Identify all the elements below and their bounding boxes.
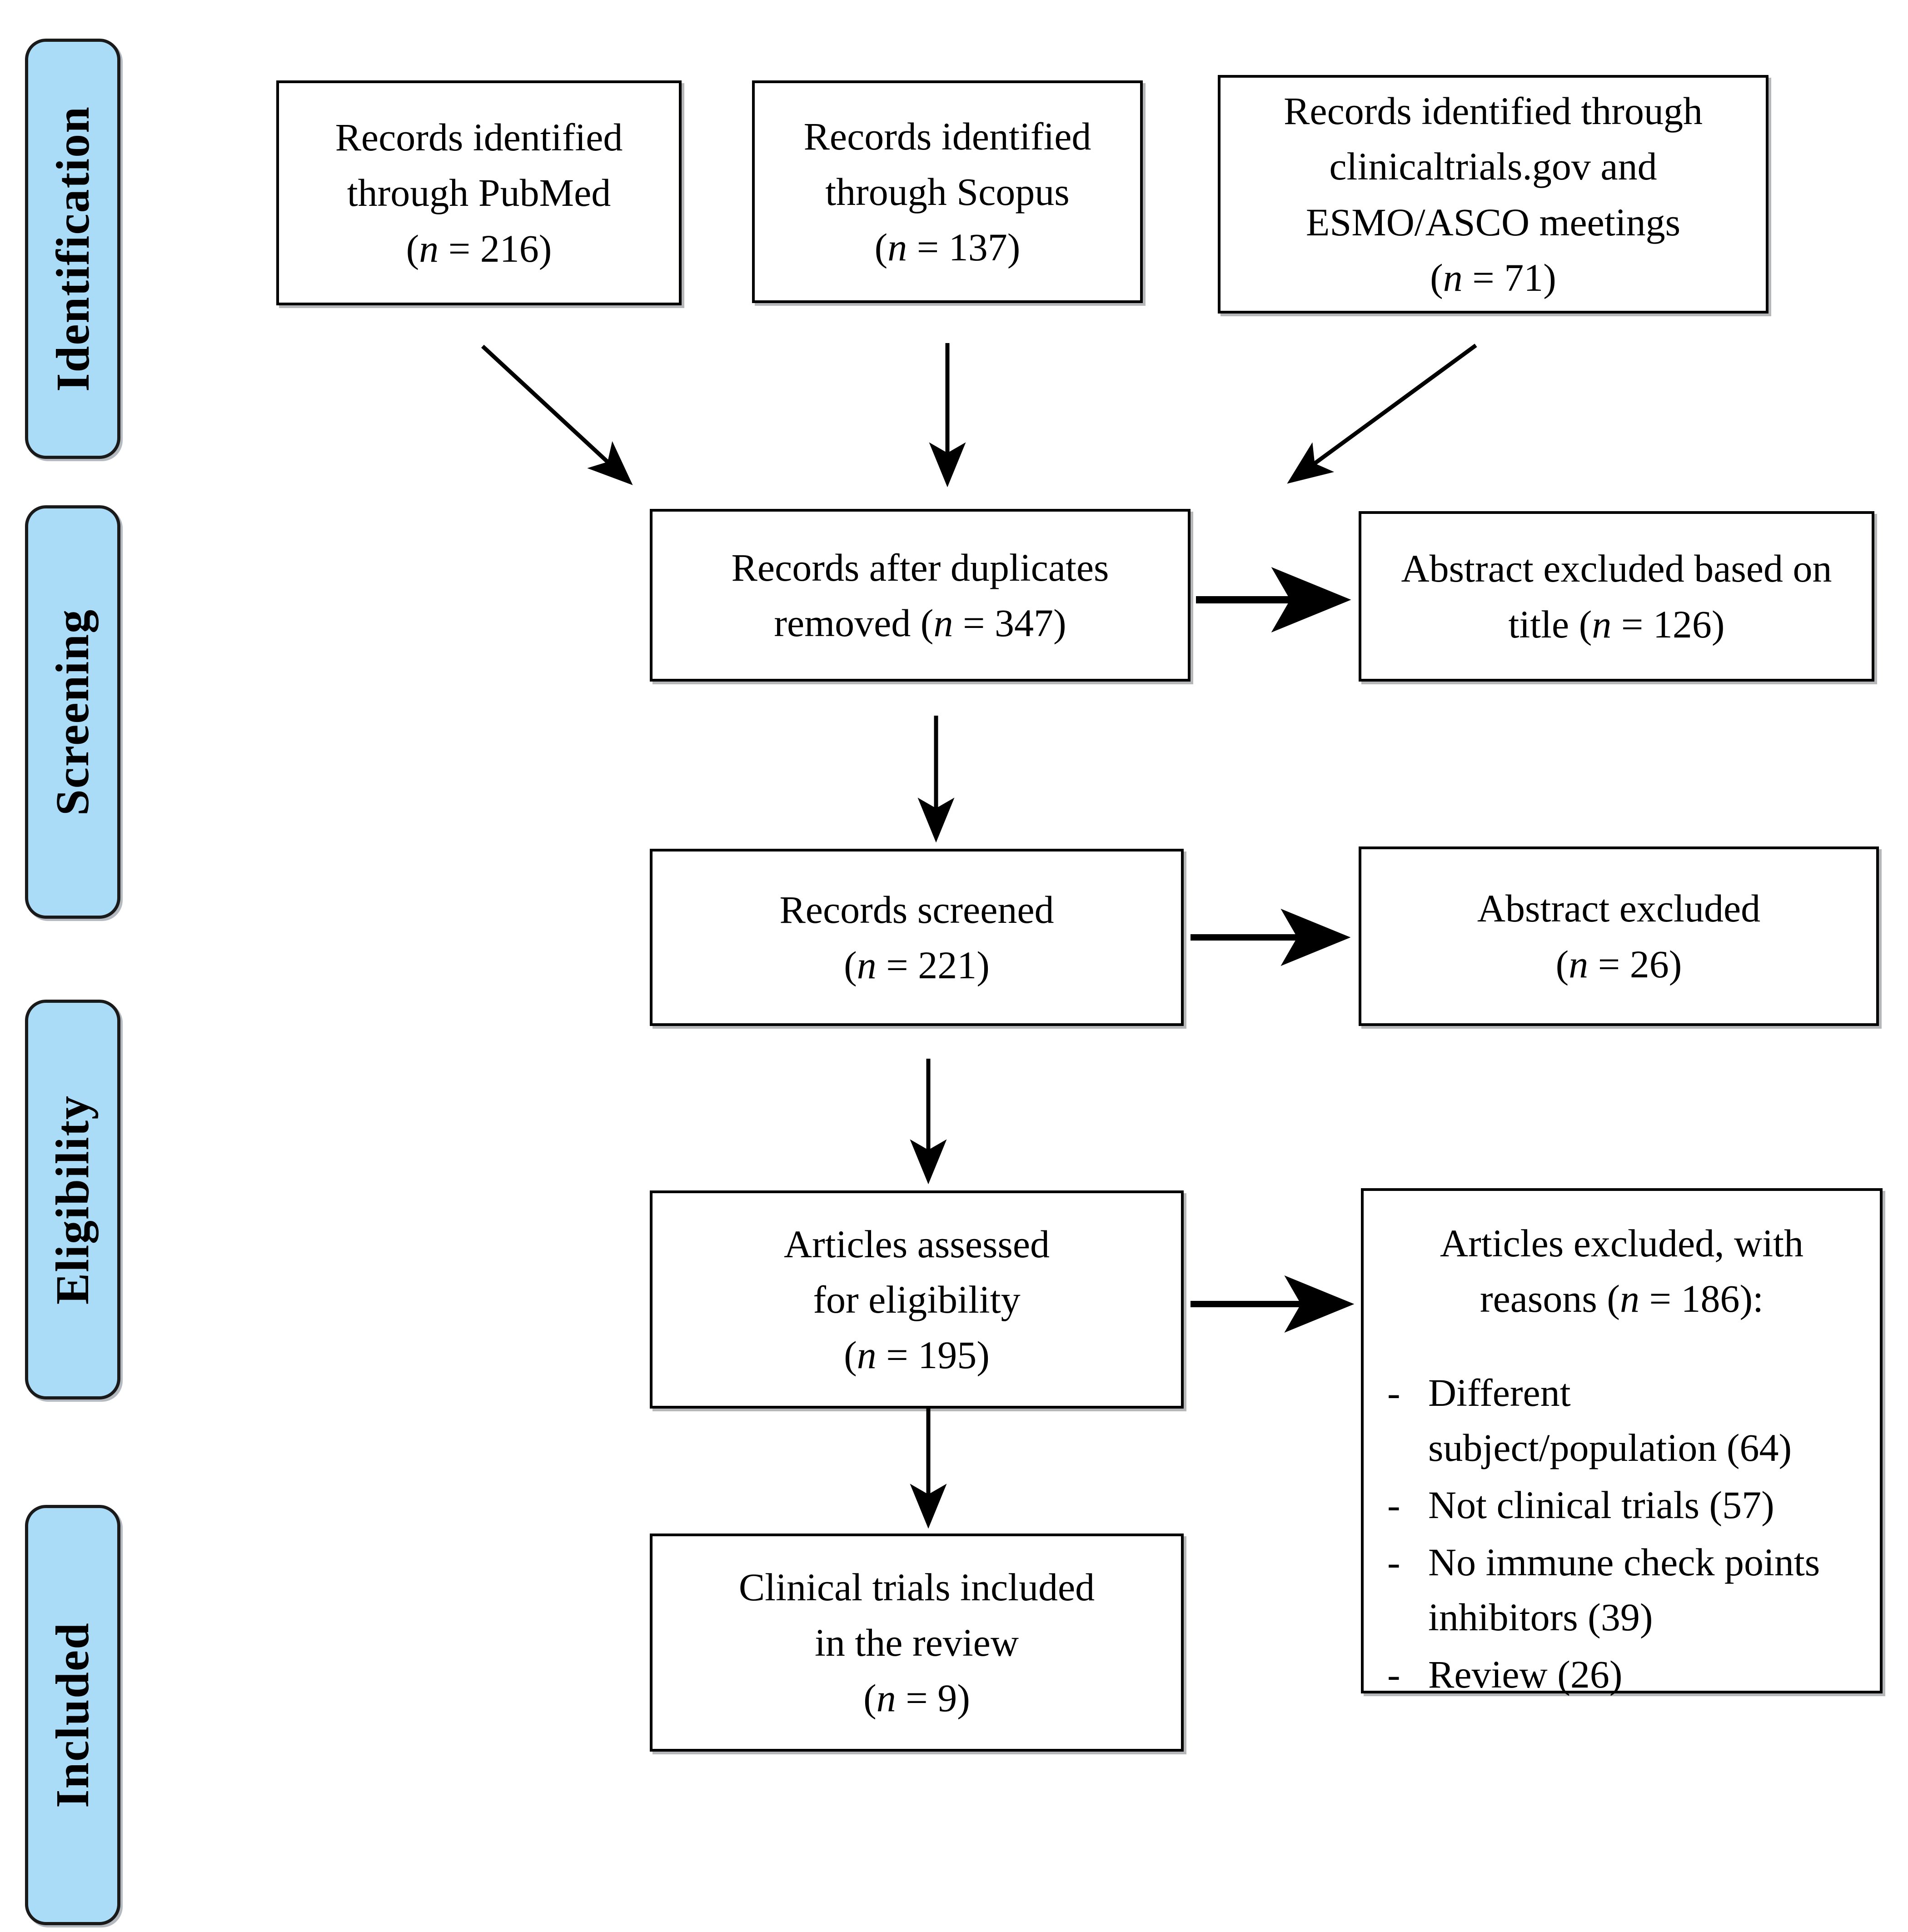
registries-count-value: = 71) (1462, 255, 1556, 299)
bullet-dash-icon: - (1387, 1653, 1400, 1697)
scopus-count: (n = 137) (875, 219, 1021, 275)
articles-excluded-line-2: reasons (n = 186): (1379, 1271, 1864, 1326)
included-count-n: n (876, 1676, 896, 1720)
assessed-count-value: = 195) (876, 1333, 990, 1377)
pubmed-line-1: Records identified (335, 115, 623, 159)
registries-line-3: ESMO/ASCO meetings (1305, 200, 1681, 244)
pubmed-count-value: = 216) (438, 226, 552, 270)
screened-count-n: n (857, 943, 877, 987)
included-count-open: ( (863, 1676, 877, 1720)
duplicates-line-2: removed (n = 347) (774, 595, 1066, 651)
included-line-1: Clinical trials included (738, 1565, 1095, 1609)
list-item: - Different subject/population (64) (1379, 1365, 1864, 1475)
assessed-count-n: n (857, 1333, 877, 1377)
reason-text: Not clinical trials (57) (1428, 1483, 1774, 1527)
screened-line-1: Records screened (779, 887, 1054, 931)
box-records-pubmed: Records identified through PubMed (n = 2… (276, 80, 682, 305)
list-item: - Not clinical trials (57) (1379, 1478, 1864, 1532)
registries-count: (n = 71) (1430, 250, 1556, 305)
registries-line-2: clinicaltrials.gov and (1329, 144, 1657, 189)
excluded-title-count-n: n (1592, 602, 1612, 646)
registries-count-n: n (1443, 255, 1463, 299)
box-abstract-excluded: Abstract excluded (n = 26) (1359, 846, 1879, 1026)
excluded-title-line-1: Abstract excluded based on (1401, 547, 1832, 591)
excluded-title-count-pre: title ( (1508, 602, 1592, 646)
duplicates-count-pre: removed ( (774, 601, 934, 645)
abstract-excluded-count-open: ( (1555, 942, 1569, 986)
pubmed-line-2: through PubMed (347, 171, 611, 215)
articles-excluded-heading: Articles excluded, with reasons (n = 186… (1379, 1215, 1864, 1326)
reason-text: Review (26) (1428, 1653, 1623, 1697)
articles-excluded-line-1: Articles excluded, with (1440, 1221, 1804, 1265)
box-records-scopus: Records identified through Scopus (n = 1… (752, 80, 1143, 303)
duplicates-count-n: n (933, 601, 953, 645)
box-abstract-excluded-title: Abstract excluded based on title (n = 12… (1359, 511, 1874, 682)
scopus-count-open: ( (874, 225, 888, 269)
duplicates-line-1: Records after duplicates (731, 545, 1109, 589)
reason-text: Different subject/population (64) (1428, 1371, 1792, 1469)
box-records-screened: Records screened (n = 221) (650, 849, 1184, 1026)
articles-excluded-count-n: n (1620, 1277, 1639, 1321)
assessed-count-open: ( (844, 1333, 857, 1377)
bullet-dash-icon: - (1387, 1483, 1400, 1527)
screened-count-value: = 221) (876, 943, 990, 987)
abstract-excluded-count: (n = 26) (1556, 936, 1682, 992)
arrow-pubmed-to-duplicates (481, 344, 633, 485)
pubmed-count: (n = 216) (406, 221, 552, 276)
assessed-count: (n = 195) (844, 1327, 990, 1383)
registries-line-1: Records identified through (1284, 89, 1703, 133)
scopus-count-n: n (887, 225, 907, 269)
excluded-title-line-2: title (n = 126) (1508, 597, 1724, 652)
included-count-value: = 9) (896, 1676, 970, 1720)
included-count: (n = 9) (863, 1670, 970, 1726)
abstract-excluded-count-n: n (1569, 942, 1589, 986)
reason-text: No immune check points inhibitors (39) (1428, 1540, 1820, 1639)
abstract-excluded-line-1: Abstract excluded (1477, 886, 1761, 931)
screened-count: (n = 221) (844, 937, 990, 993)
bullet-dash-icon: - (1387, 1540, 1400, 1584)
assessed-line-2: for eligibility (813, 1277, 1021, 1321)
screened-count-open: ( (844, 943, 857, 987)
registries-count-open: ( (1430, 255, 1443, 299)
articles-excluded-count-pre: reasons ( (1480, 1277, 1620, 1321)
pubmed-count-open: ( (406, 226, 419, 270)
scopus-line-1: Records identified (803, 114, 1091, 158)
scopus-count-value: = 137) (907, 225, 1021, 269)
box-records-registries: Records identified through clinicaltrial… (1218, 75, 1769, 314)
list-item: - No immune check points inhibitors (39) (1379, 1535, 1864, 1644)
bullet-dash-icon: - (1387, 1371, 1400, 1415)
abstract-excluded-count-value: = 26) (1588, 942, 1682, 986)
stage-pill-included: Included (25, 1505, 120, 1925)
duplicates-count-value: = 347) (953, 601, 1066, 645)
scopus-line-2: through Scopus (825, 169, 1070, 214)
exclusion-reasons-list: - Different subject/population (64) - No… (1379, 1365, 1864, 1704)
box-articles-excluded-reasons: Articles excluded, with reasons (n = 186… (1361, 1188, 1883, 1696)
list-item: - Review (26) (1379, 1647, 1864, 1702)
box-duplicates-removed: Records after duplicates removed (n = 34… (650, 509, 1191, 682)
excluded-title-count-value: = 126) (1611, 602, 1725, 646)
stage-pill-identification: Identification (25, 39, 120, 459)
box-articles-assessed: Articles assessed for eligibility (n = 1… (650, 1190, 1184, 1409)
stage-pill-screening: Screening (25, 505, 120, 919)
arrow-registries-to-duplicates (1287, 344, 1477, 484)
pubmed-count-n: n (419, 226, 439, 270)
assessed-line-1: Articles assessed (783, 1222, 1050, 1266)
included-line-2: in the review (815, 1620, 1019, 1664)
box-clinical-trials-included: Clinical trials included in the review (… (650, 1534, 1184, 1752)
articles-excluded-count-value: = 186): (1639, 1277, 1764, 1321)
stage-pill-eligibility: Eligibility (25, 1000, 120, 1399)
